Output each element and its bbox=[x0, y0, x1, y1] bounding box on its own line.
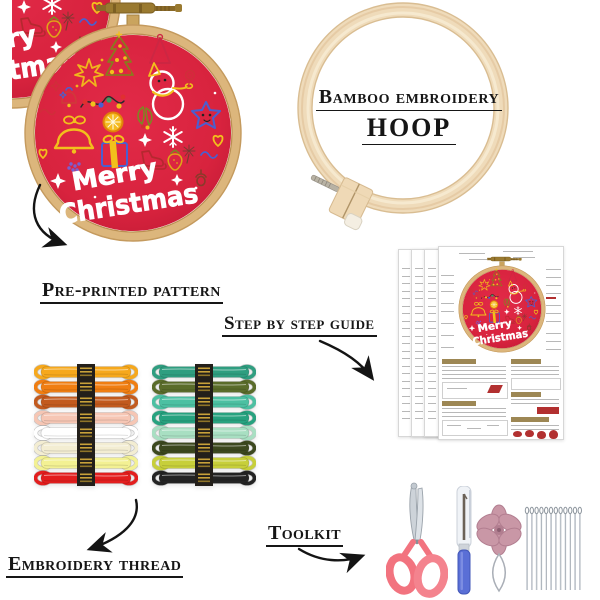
seam-ripper-icon bbox=[456, 486, 472, 595]
thread-skein bbox=[152, 394, 256, 411]
hooped-pattern-art: Merry Christmas bbox=[12, 0, 121, 109]
bamboo-hoop-label-line1: Bamboo embroidery bbox=[315, 86, 503, 111]
bamboo-hoop-clamp bbox=[310, 174, 374, 231]
pattern-hoop-image: Merry Christmas bbox=[12, 0, 254, 256]
thread-skein bbox=[152, 440, 256, 456]
guide-sheet-front bbox=[438, 246, 564, 440]
arrow-to-guide bbox=[318, 339, 375, 381]
bamboo-hoop-label: Bamboo embroidery HOOP bbox=[314, 86, 504, 145]
bamboo-hoop-label-line2: HOOP bbox=[361, 113, 457, 145]
strawberry-motif bbox=[46, 16, 62, 38]
toolkit-items bbox=[382, 478, 586, 600]
thread-skein bbox=[152, 409, 256, 426]
threader-wire bbox=[491, 552, 507, 593]
guide-sheet-stack bbox=[398, 246, 566, 444]
blue-squiggle-motif bbox=[79, 18, 97, 26]
thread-skein bbox=[34, 379, 138, 396]
ice-skate-motif bbox=[20, 17, 46, 37]
thread-skein bbox=[152, 455, 256, 472]
thread-skein bbox=[34, 470, 138, 487]
white-star-motif-right bbox=[50, 41, 62, 53]
embroidery-thread-label: Embroidery thread bbox=[6, 554, 184, 578]
thread-skein bbox=[34, 455, 138, 472]
flower-threader-icon bbox=[476, 504, 522, 593]
red-fabric bbox=[12, 0, 110, 98]
thread-skein bbox=[34, 364, 138, 380]
snowflake-motif bbox=[42, 0, 62, 15]
thread-skein bbox=[152, 470, 256, 487]
dandelion-motif bbox=[61, 11, 75, 31]
thread-skein bbox=[34, 440, 138, 456]
toolkit-label: Toolkit bbox=[266, 523, 343, 547]
arrow-to-toolkit bbox=[297, 547, 366, 574]
arrow-to-thread-label bbox=[86, 498, 138, 553]
thread-skein bbox=[152, 379, 256, 396]
bamboo-hoop-ring bbox=[297, 2, 509, 214]
thread-skein bbox=[34, 409, 138, 426]
thread-skein bbox=[34, 394, 138, 411]
thread-set bbox=[30, 362, 268, 490]
step-by-step-guide-label: Step by step guide bbox=[222, 314, 377, 337]
thread-skein bbox=[34, 424, 138, 441]
white-sparkle-motif bbox=[17, 0, 31, 14]
needles-icon bbox=[524, 506, 584, 596]
thread-skein bbox=[152, 424, 256, 441]
pre-printed-pattern-label: Pre-printed pattern bbox=[40, 280, 223, 304]
thread-skein bbox=[152, 364, 256, 380]
bamboo-hoop-image bbox=[297, 2, 509, 231]
scissors-icon bbox=[386, 482, 448, 598]
